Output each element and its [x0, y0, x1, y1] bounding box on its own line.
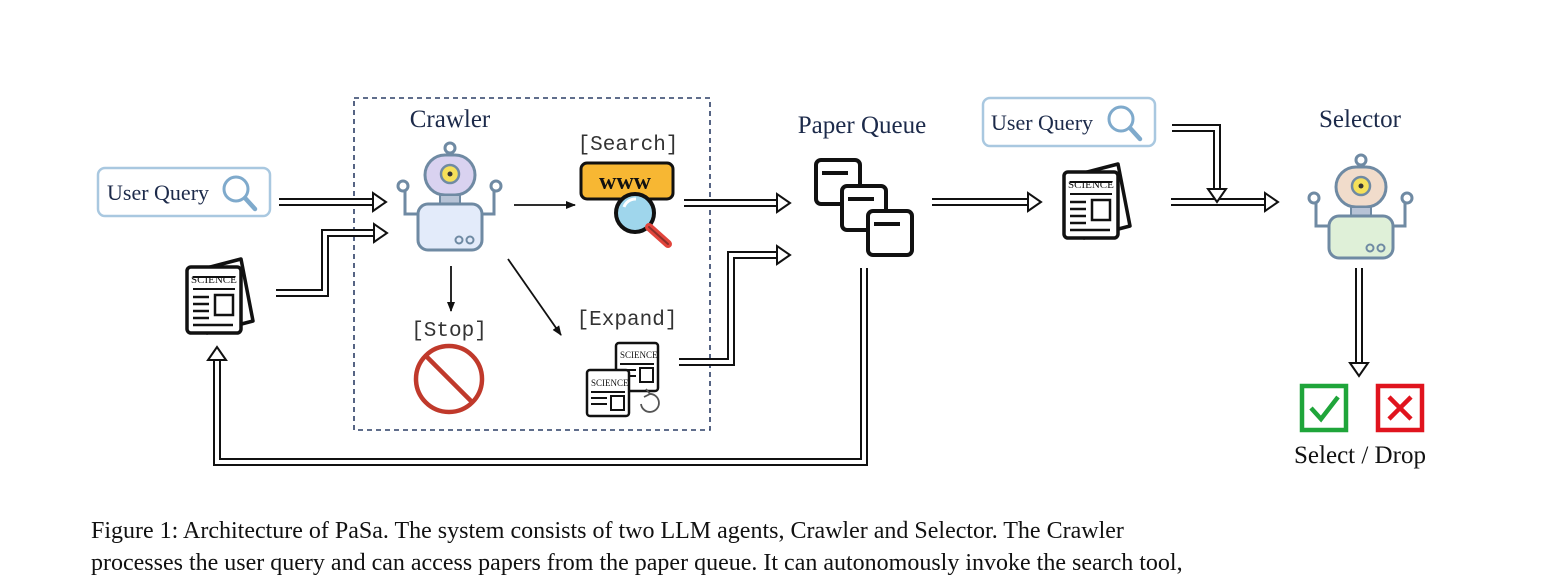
- papers-refresh-icon: SCIENCE SCIENCE: [585, 341, 660, 418]
- query-to-crawler-arrow-head: [372, 191, 388, 213]
- papers-to-selector-arrow-head: [1264, 191, 1280, 213]
- queue-to-papers-arrow-head: [1027, 191, 1043, 213]
- selector-robot-icon: [1307, 153, 1414, 260]
- no-entry-icon: [413, 343, 485, 415]
- selector-to-decision-arrow-head: [1348, 362, 1370, 378]
- expand-to-queue-arrow-head: [776, 244, 792, 266]
- papers-to-crawler-arrow-head: [373, 222, 389, 244]
- user-query-box-left: User Query: [96, 166, 272, 218]
- search-to-queue-arrow-head: [776, 192, 792, 214]
- queue-feedback-arrow-inner: [215, 268, 866, 464]
- caption-line-1: Figure 1: Architecture of PaSa. The syst…: [91, 518, 1124, 544]
- stacked-windows-icon: [814, 158, 914, 257]
- paper-queue-label: Paper Queue: [798, 112, 926, 139]
- user-query-left-text: User Query: [107, 180, 209, 205]
- science-label: SCIENCE: [620, 350, 658, 360]
- expand-to-queue-arrow-inner: [679, 253, 777, 364]
- caption-line-2: processes the user query and can access …: [91, 550, 1183, 576]
- search-action-label: [Search]: [578, 134, 679, 157]
- expand-action-label: [Expand]: [577, 309, 678, 332]
- magnifier-icon: [1107, 105, 1143, 142]
- science-label: SCIENCE: [1068, 179, 1114, 191]
- expand-action-arrow: [507, 258, 562, 336]
- crawler-label: Crawler: [410, 106, 491, 133]
- www-magnifier-icon: www: [579, 161, 675, 248]
- magnifier-icon: [222, 175, 258, 212]
- newspaper-icon-right: SCIENCE: [1062, 162, 1132, 240]
- papers-to-crawler-arrow-inner: [276, 231, 374, 295]
- cross-icon: [1375, 383, 1425, 433]
- figure-caption: Figure 1: Architecture of PaSa. The syst…: [91, 515, 1453, 577]
- crawler-robot-icon: [396, 141, 503, 252]
- selector-label: Selector: [1319, 106, 1402, 133]
- user-query-box-right: User Query: [981, 96, 1157, 148]
- stop-action-label: [Stop]: [411, 320, 487, 343]
- check-icon: [1299, 383, 1349, 433]
- select-drop-label: Select / Drop: [1294, 442, 1426, 469]
- crawler-region: [353, 97, 711, 431]
- query-to-selector-arrow-inner: [1172, 126, 1219, 189]
- query-to-selector-arrow: [1172, 124, 1221, 189]
- newspaper-icon-left: SCIENCE: [185, 257, 255, 335]
- expand-to-queue-arrow: [679, 251, 777, 366]
- science-label: SCIENCE: [591, 378, 629, 388]
- science-label: SCIENCE: [191, 274, 237, 286]
- user-query-right-text: User Query: [991, 110, 1093, 135]
- query-to-selector-arrow-head: [1206, 188, 1228, 204]
- www-text: www: [599, 169, 652, 195]
- queue-feedback-arrow: [213, 268, 868, 466]
- queue-feedback-arrow-head: [206, 345, 228, 361]
